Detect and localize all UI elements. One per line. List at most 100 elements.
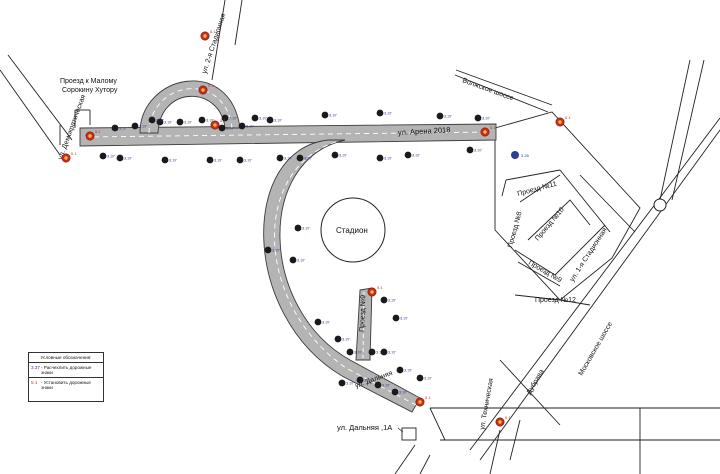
legend-row-uncover: 3.37 - Расчехлить дорожные знаки: [29, 363, 103, 378]
sign-code-label: 3.37: [214, 158, 223, 163]
info-sign-code: 3.28: [521, 153, 530, 158]
new-sign-code-label: 5.1: [490, 125, 496, 130]
sign-code-label: 3.37: [444, 114, 453, 119]
new-sign-code-label: 5.1: [505, 415, 511, 420]
sign-marker: [404, 151, 412, 159]
road-network: [79, 80, 497, 413]
sign-marker: [156, 118, 164, 126]
sign-code-label: 3.37: [346, 381, 355, 386]
sign-marker: [131, 122, 139, 130]
leader-line: [397, 427, 404, 433]
sign-marker: [148, 116, 156, 124]
road-main-horizontal: [79, 123, 497, 147]
sign-code-label: 3.37: [206, 118, 215, 123]
legend-text-uncover: - Расчехлить дорожные знаки: [41, 365, 92, 376]
new-sign-center: [558, 120, 562, 124]
new-sign-code-label: 5.1: [95, 129, 101, 134]
new-sign-center: [483, 130, 487, 134]
sign-code-label: 3.37: [226, 126, 235, 131]
sign-marker: [236, 156, 244, 164]
label-arena: ул. Арена 2018: [398, 125, 451, 137]
sign-code-label: 3.37: [246, 124, 255, 129]
sign-marker: [356, 376, 364, 384]
sign-code-label: 3.37: [184, 120, 193, 125]
sign-code-label: 3.37: [274, 118, 283, 123]
label-proezd-no9: Проезд №9: [359, 295, 367, 332]
sign-marker: [376, 154, 384, 162]
legend-text-install: - Установить дорожные знаки: [41, 379, 91, 391]
sign-marker: [466, 146, 474, 154]
sign-marker: [198, 116, 206, 124]
sign-code-label: 3.37: [139, 124, 148, 129]
sign-marker: [346, 348, 354, 356]
sign-marker: [321, 111, 329, 119]
label-volzhskoe: Волжское шоссе: [461, 77, 514, 102]
sign-marker: [416, 374, 424, 382]
sign-code-label: 3.37: [164, 120, 173, 125]
sign-marker: [392, 314, 400, 322]
sign-marker: [266, 116, 274, 124]
new-sign-center: [88, 134, 92, 138]
label-proezd-10: Проезд №10: [534, 206, 566, 242]
label-proezd-8: Проезд №8: [507, 211, 523, 249]
sign-code-label: 3.37: [399, 390, 408, 395]
sign-code-label: 3.37: [354, 350, 363, 355]
sign-code-label: 3.37: [376, 350, 385, 355]
sign-code-label: 3.37: [322, 320, 331, 325]
sign-code-label: 3.37: [259, 116, 268, 121]
road-stadium-curve: [263, 139, 421, 413]
sign-marker: [338, 379, 346, 387]
sign-code-label: 3.37: [304, 156, 313, 161]
sign-code-label: 3.37: [384, 156, 393, 161]
sign-code-label: 3.37: [339, 153, 348, 158]
new-sign-code-label: 5.1: [208, 83, 214, 88]
new-sign-center: [64, 156, 68, 160]
new-sign-code-label: 5.1: [220, 118, 226, 123]
label-proezd-maly-2: Сорокину Хутору: [62, 87, 118, 94]
sign-marker: [436, 112, 444, 120]
sign-code-label: 3.37: [474, 148, 483, 153]
stadium-circle: [320, 197, 386, 263]
sign-marker: [218, 124, 226, 132]
new-sign-code-label: 5.1: [377, 285, 383, 290]
sign-code-label: 3.37: [329, 113, 338, 118]
new-sign-code-label: 5.1: [210, 29, 216, 34]
sign-code-label: 3.37: [388, 298, 397, 303]
sign-code-label: 3.37: [169, 158, 178, 163]
label-stadium: Стадион: [336, 226, 368, 235]
new-sign-code-label: 5.1: [71, 151, 77, 156]
sign-code-label: 3.37: [364, 378, 373, 383]
sign-marker: [206, 156, 214, 164]
label-dubrava: Дубрава: [525, 368, 546, 396]
sign-code-label: 3.37: [384, 111, 393, 116]
sign-code-label: 3.37: [229, 116, 238, 121]
sign-code-label: 3.37: [107, 154, 116, 159]
sign-marker: [331, 151, 339, 159]
sign-code-label: 3.37: [400, 316, 409, 321]
sign-marker: [276, 154, 284, 162]
sign-marker: [376, 109, 384, 117]
label-dalnyaya-1a: ул. Дальняя ,1А: [337, 423, 392, 432]
sign-marker: [238, 122, 246, 130]
sign-marker: [221, 114, 229, 122]
label-moskovskoe: Московское шоссе: [578, 321, 614, 377]
sign-marker: [374, 381, 382, 389]
label-tekhnicheskaya: ул. Техническая: [479, 378, 495, 431]
new-sign-code-label: 5.1: [565, 115, 571, 120]
sign-code-label: 3.37: [382, 383, 391, 388]
sign-marker: [116, 154, 124, 162]
sign-marker: [334, 335, 342, 343]
sign-marker: [111, 124, 119, 132]
roundabout-circle: [653, 198, 667, 212]
sign-marker: [368, 348, 376, 356]
sign-code-label: 3.37: [302, 226, 311, 231]
sign-marker: [176, 118, 184, 126]
sign-marker: [161, 156, 169, 164]
road-proezd-short: [355, 287, 373, 361]
legend-code-install: 5.1: [31, 379, 38, 385]
info-sign-marker: [511, 151, 519, 159]
sign-marker: [396, 366, 404, 374]
new-sign-center: [370, 290, 374, 294]
sign-code-label: 3.37: [284, 156, 293, 161]
